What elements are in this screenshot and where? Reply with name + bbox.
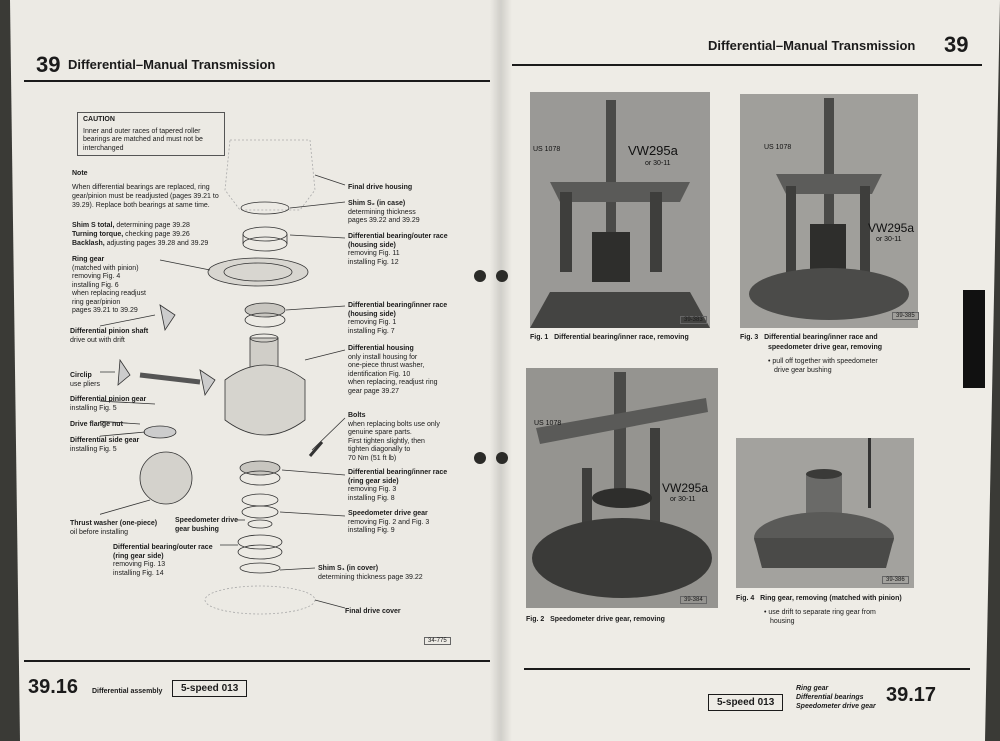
photo-fig-2: [526, 368, 718, 608]
label-outer-race-ring: Differential bearing/outer race (ring ge…: [113, 544, 213, 577]
photo-fig-1: [530, 92, 710, 328]
final-drive-housing-drawing: [224, 139, 316, 211]
fig1-tool-c: or 30-11: [645, 160, 671, 167]
label-speedo-gear: Speedometer drive gear removing Fig. 2 a…: [348, 510, 430, 534]
label-final-housing: Final drive housing: [348, 184, 413, 191]
note-line: gear/pinion must be readjusted (pages 39…: [72, 193, 219, 200]
chapter-number: 39: [944, 32, 969, 57]
label-outer-race-housing: Differential bearing/outer race (housing…: [348, 233, 448, 266]
thrust-washer-drawing: [139, 451, 193, 505]
fig3-bullet-cont: drive gear bushing: [774, 367, 832, 374]
label-circlip: Circlip use pliers: [70, 372, 100, 388]
fig3-caption-2: speedometer drive gear, removing: [768, 344, 882, 351]
footer-topic: Speedometer drive gear: [796, 703, 876, 710]
shim-total-line: Shim S total, determining page 39.28: [72, 222, 190, 229]
section-tab: [963, 290, 985, 388]
label-shim-s2: Shim S₂ (in case) determining thickness …: [348, 200, 420, 224]
binder-hole: [474, 270, 486, 282]
model-box: 5-speed 013: [172, 680, 248, 697]
fig3-ref: 39-385: [892, 312, 919, 320]
caution-line: bearings are matched and must not be: [83, 136, 203, 143]
fig3-tool-a: US 1078: [764, 144, 792, 151]
page-number: 39.16: [28, 676, 79, 698]
fig1-tool-a: US 1078: [533, 146, 561, 153]
fig2-caption: Fig. 2 Speedometer drive gear, removing: [526, 616, 665, 623]
label-side-gear: Differential side gear installing Fig. 5: [70, 437, 140, 453]
ring-gear-drawing: [207, 257, 309, 287]
fig4-bullet: • use drift to separate ring gear from: [764, 609, 876, 616]
chapter-title: Differential–Manual Transmission: [68, 57, 276, 72]
right-page: Differential–Manual Transmission 39 US 1…: [500, 0, 1000, 741]
fig3-caption: Fig. 3 Differential bearing/inner race a…: [740, 334, 878, 341]
caution-line: interchanged: [83, 144, 124, 152]
header-rule: [24, 80, 490, 82]
caution-title: CAUTION: [83, 116, 115, 123]
differential-housing-drawing: [224, 364, 306, 436]
label-final-cover: Final drive cover: [345, 608, 401, 615]
fig2-tool-c: or 30-11: [670, 496, 696, 503]
backlash-line: Backlash, adjusting pages 39.28 and 39.2…: [72, 240, 209, 247]
fig1-caption: Fig. 1 Differential bearing/inner race, …: [530, 334, 689, 341]
fig3-bullet: • pull off together with speedometer: [768, 358, 878, 365]
binder-hole: [474, 452, 486, 464]
fig4-ref: 39-386: [882, 576, 909, 584]
fig4-caption: Fig. 4 Ring gear, removing (matched with…: [736, 595, 902, 602]
label-bolts: Bolts when replacing bolts use only genu…: [348, 412, 440, 462]
footer-caption: Differential assembly: [92, 688, 163, 695]
label-ring-gear: Ring gear (matched with pinion) removing…: [72, 256, 146, 314]
photo-fig-4: [736, 438, 914, 588]
label-shim-s1: Shim S₁ (in cover) determining thickness…: [318, 565, 423, 581]
label-pinion-shaft: Differential pinion shaft drive out with…: [70, 328, 149, 344]
chapter-number: 39: [36, 52, 61, 77]
footer-topic: Ring gear: [796, 685, 829, 692]
footer-topic: Differential bearings: [796, 694, 864, 701]
chapter-title: Differential–Manual Transmission: [708, 38, 916, 53]
label-thrust-washer: Thrust washer (one-piece) oil before ins…: [70, 520, 158, 536]
drawing-reference: 34-775: [424, 637, 451, 645]
binder-hole: [496, 270, 508, 282]
final-drive-cover-drawing: [204, 585, 316, 615]
label-speedo-bushing: Speedometer drive gear bushing: [175, 517, 239, 533]
header-rule: [512, 64, 982, 66]
label-inner-race-housing: Differential bearing/inner race (housing…: [348, 302, 448, 335]
fig3-tool-b: VW295a: [868, 221, 915, 235]
fig2-tool-a: US 1078: [534, 420, 562, 427]
fig1-ref: 39-383: [680, 316, 707, 324]
caution-line: Inner and outer races of tapered roller: [83, 127, 201, 135]
left-page: 39 Differential–Manual Transmission CAUT…: [10, 0, 500, 741]
note-title: Note: [72, 170, 88, 177]
caution-box: CAUTION Inner and outer races of tapered…: [77, 112, 225, 156]
exploded-view-drawing: [100, 139, 346, 615]
fig2-ref: 39-384: [680, 596, 707, 604]
note-line: 39.29). Replace both bearings at same ti…: [72, 202, 210, 209]
fig3-tool-c: or 30-11: [876, 236, 902, 243]
page-fold: [490, 0, 512, 741]
fig2-tool-b: VW295a: [662, 481, 709, 495]
photo-fig-3: [740, 94, 918, 328]
label-diff-housing: Differential housing only install housin…: [348, 345, 438, 395]
footer-rule: [524, 668, 970, 670]
page-number: 39.17: [886, 684, 937, 706]
binder-hole: [496, 452, 508, 464]
fig1-tool-b: VW295a: [628, 143, 678, 158]
model-box: 5-speed 013: [708, 694, 784, 711]
label-pinion-gear: Differential pinion gear installing Fig.…: [70, 396, 147, 412]
fig4-bullet-cont: housing: [770, 618, 795, 625]
label-flange-nut: Drive flange nut: [70, 421, 123, 428]
label-inner-race-ring: Differential bearing/inner race (ring ge…: [348, 469, 448, 502]
note-line: When differential bearings are replaced,…: [72, 184, 210, 191]
turning-torque-line: Turning torque, checking page 39.26: [72, 231, 190, 238]
footer-rule: [24, 660, 490, 662]
